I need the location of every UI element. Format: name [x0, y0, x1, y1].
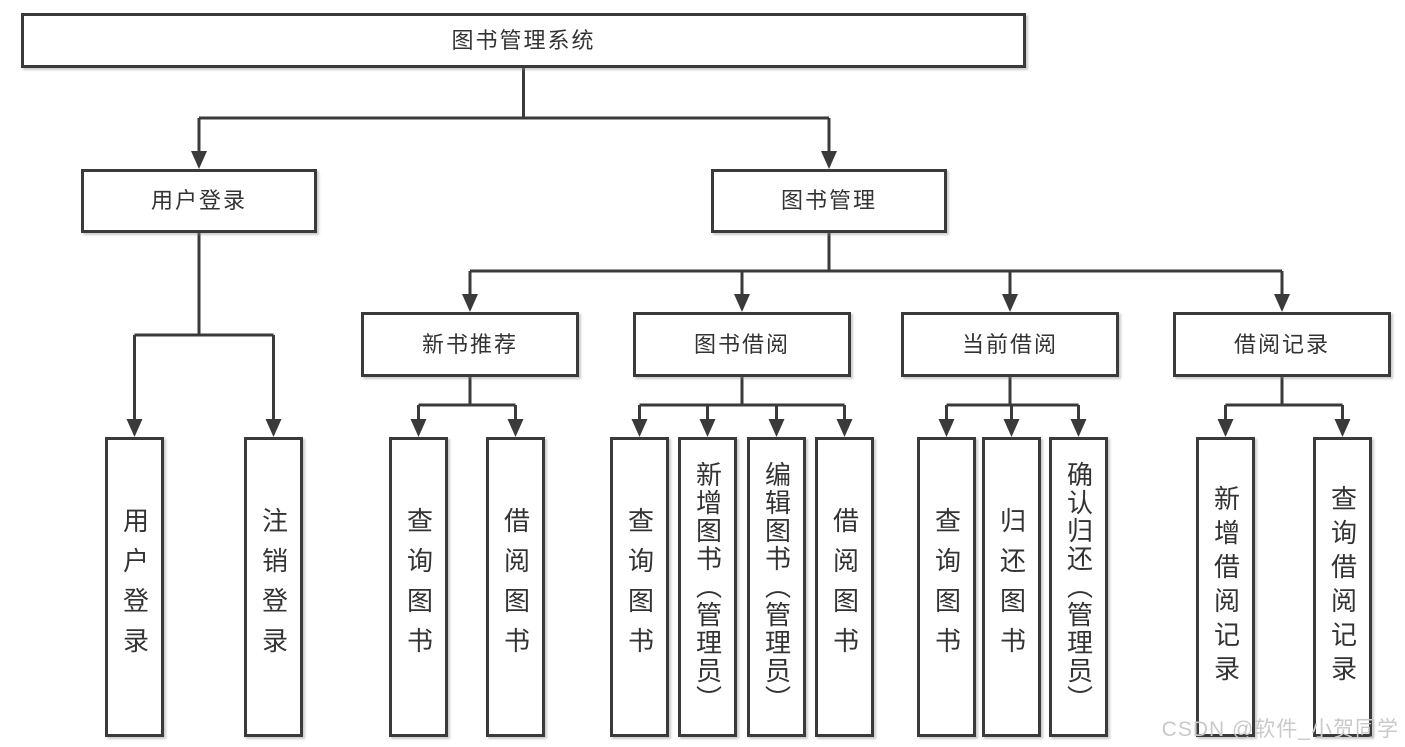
- node-borrow-record: 借阅记录: [1173, 312, 1391, 377]
- leaf-add-borrow-record: 新增借阅记录: [1196, 437, 1255, 737]
- leaf-edit-books-admin: 编辑图书（管理员）: [747, 437, 806, 737]
- csdn-watermark: CSDN @软件_小贺同学: [1161, 718, 1399, 741]
- node-user-login: 用户登录: [81, 169, 317, 233]
- leaf-recommend-query-books: 查询图书: [389, 437, 448, 737]
- node-book-borrow: 图书借阅: [633, 312, 851, 377]
- leaf-logout: 注销登录: [244, 437, 303, 737]
- arrowhead-icons: [126, 151, 1351, 437]
- leaf-borrow-query-books: 查询图书: [610, 437, 669, 737]
- leaf-confirm-return-admin: 确认归还（管理员）: [1049, 437, 1108, 737]
- leaf-add-books-admin: 新增图书（管理员）: [678, 437, 737, 737]
- leaf-user-login: 用户登录: [105, 437, 164, 737]
- node-current-borrow: 当前借阅: [901, 312, 1119, 377]
- leaf-query-borrow-record: 查询借阅记录: [1313, 437, 1372, 737]
- leaf-recommend-borrow-books: 借阅图书: [486, 437, 545, 737]
- leaf-borrow-books: 借阅图书: [815, 437, 874, 737]
- leaf-return-books: 归还图书: [982, 437, 1041, 737]
- leaf-current-query-books: 查询图书: [917, 437, 976, 737]
- node-root-system: 图书管理系统: [21, 13, 1026, 68]
- node-book-management: 图书管理: [711, 169, 947, 233]
- node-new-book-recommend: 新书推荐: [361, 312, 579, 377]
